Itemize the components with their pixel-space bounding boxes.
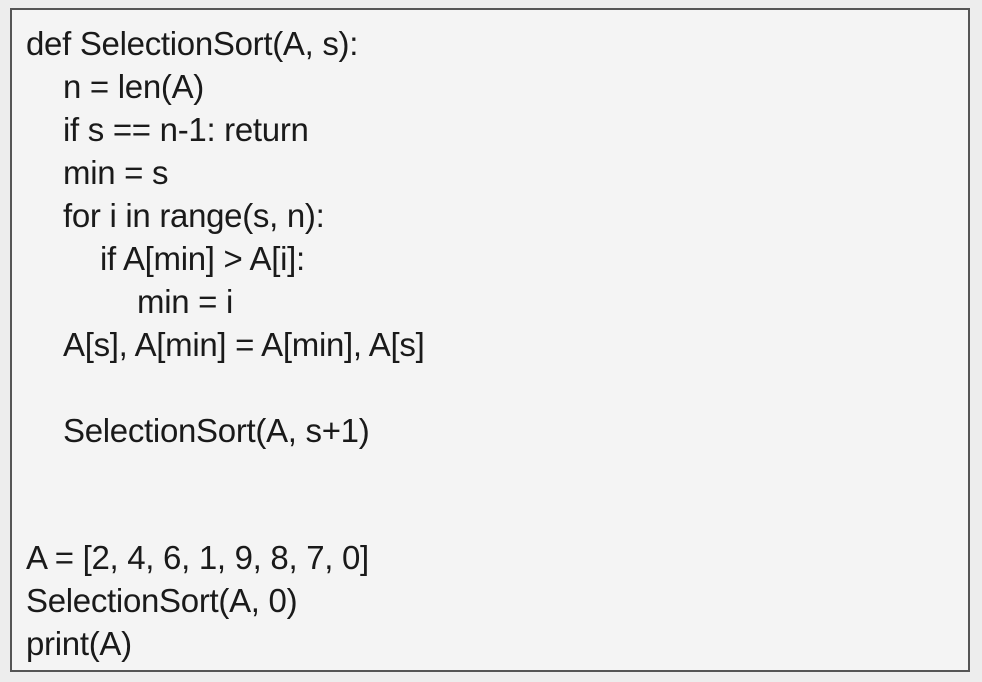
code-line-3: if s == n-1: return: [63, 111, 309, 148]
code-line-1: def SelectionSort(A, s):: [26, 25, 359, 62]
code-line-14: SelectionSort(A, 0): [26, 582, 298, 619]
code-line-15: print(A): [26, 625, 132, 662]
code-line-6: if A[min] > A[i]:: [100, 240, 305, 277]
code-line-7: min = i: [137, 283, 234, 320]
code-line-4: min = s: [63, 154, 169, 191]
code-panel: def SelectionSort(A, s): n = len(A) if s…: [10, 8, 970, 672]
code-line-2: n = len(A): [63, 68, 204, 105]
code-line-5: for i in range(s, n):: [63, 197, 325, 234]
code-line-8: A[s], A[min] = A[min], A[s]: [63, 326, 425, 363]
code-line-13: A = [2, 4, 6, 1, 9, 8, 7, 0]: [26, 539, 369, 576]
code-line-10: SelectionSort(A, s+1): [63, 412, 370, 449]
